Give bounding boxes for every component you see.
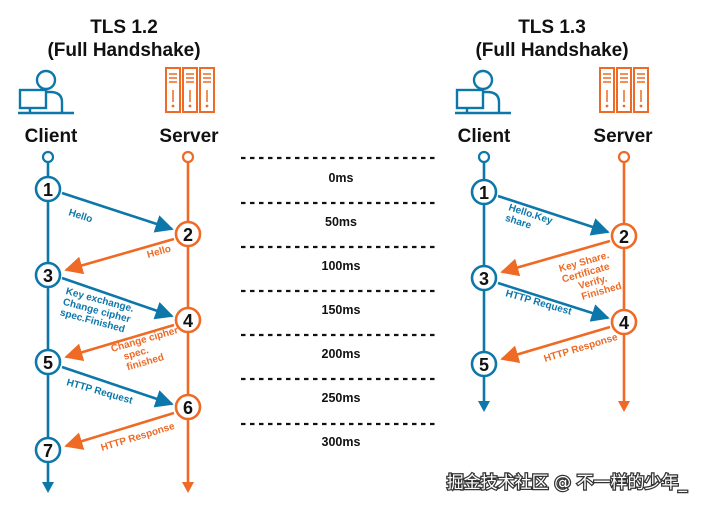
tls12-msg-change-cipher-server <box>64 323 175 362</box>
tls13-client-end-arrow <box>478 401 490 412</box>
tls13-msg-http-request <box>497 281 610 322</box>
tls12-step-2: 2 <box>174 220 202 248</box>
tls12-step-4: 4 <box>174 306 202 334</box>
svg-text:4: 4 <box>619 313 629 333</box>
svg-text:6: 6 <box>183 398 193 418</box>
tls12-step-7: 7 <box>34 436 62 464</box>
tls13-step-1: 1 <box>470 178 498 206</box>
svg-text:3: 3 <box>479 269 489 289</box>
tls13-step-4: 4 <box>610 308 638 336</box>
tls12-msg-hello-client-label: Hello <box>67 207 94 225</box>
tls12-msg-http-request <box>61 365 174 408</box>
timeline-label-300ms: 300ms <box>322 435 361 449</box>
tls13-server-start <box>617 150 631 164</box>
tls13-step-3: 3 <box>470 264 498 292</box>
tls13-title: TLS 1.3 <box>518 17 586 38</box>
tls12-msg-hello-client <box>61 191 174 233</box>
tls12-msg-hello-server <box>64 237 175 275</box>
tls13-msg-key-share-server-label: Key Share. Certificate Verify. Finished <box>558 250 623 303</box>
tls13-step-2: 2 <box>610 222 638 250</box>
tls12-msg-key-exchange-label: Key exchange. Change cipher spec.Finishe… <box>59 286 135 335</box>
tls12-server-start <box>181 150 195 164</box>
tls12-step-5: 5 <box>34 348 62 376</box>
tls12-msg-http-response <box>64 411 175 450</box>
tls12-subtitle: (Full Handshake) <box>47 40 200 61</box>
svg-text:2: 2 <box>183 225 193 245</box>
tls13-msg-hello-keyshare-label: Hello.Key share <box>504 202 555 231</box>
tls13-msg-hello-keyshare <box>497 194 610 236</box>
tls13-client-label: Client <box>458 126 511 147</box>
svg-text:2: 2 <box>619 227 629 247</box>
tls12-server-end-arrow <box>182 482 194 493</box>
tls12-msg-http-response-label: HTTP Response <box>100 421 177 454</box>
person-at-laptop-icon <box>18 69 74 115</box>
timeline-label-200ms: 200ms <box>322 347 361 361</box>
tls13-msg-http-response <box>500 325 611 364</box>
person-at-laptop-icon <box>455 69 511 115</box>
timeline-label-50ms: 50ms <box>325 215 357 229</box>
svg-text:1: 1 <box>479 183 489 203</box>
tls12-section: TLS 1.2 (Full Handshake) Client Server <box>18 17 219 493</box>
timeline-label-150ms: 150ms <box>322 303 361 317</box>
svg-text:4: 4 <box>183 311 193 331</box>
tls12-msg-key-exchange <box>61 276 174 320</box>
server-rack-icon <box>599 67 649 113</box>
svg-text:3: 3 <box>43 266 53 286</box>
tls12-client-end-arrow <box>42 482 54 493</box>
server-rack-icon <box>165 67 215 113</box>
tls12-step-3: 3 <box>34 261 62 289</box>
tls13-subtitle: (Full Handshake) <box>475 40 628 61</box>
svg-text:5: 5 <box>479 355 489 375</box>
tls12-client-start <box>41 150 55 164</box>
tls12-msg-http-request-label: HTTP Request <box>65 377 134 407</box>
timeline-label-100ms: 100ms <box>322 259 361 273</box>
tls12-title: TLS 1.2 <box>90 17 158 38</box>
svg-text:1: 1 <box>43 180 53 200</box>
tls13-server-end-arrow <box>618 401 630 412</box>
tls12-client-label: Client <box>25 126 78 147</box>
tls12-step-1: 1 <box>34 175 62 203</box>
tls13-step-5: 5 <box>470 350 498 378</box>
timeline-label-250ms: 250ms <box>322 391 361 405</box>
svg-text:7: 7 <box>43 441 53 461</box>
tls13-msg-key-share-server <box>500 239 611 277</box>
tls13-section: TLS 1.3 (Full Handshake) Client Server <box>455 17 653 412</box>
tls13-server-label: Server <box>593 126 653 147</box>
timeline <box>241 156 439 426</box>
tls12-step-6: 6 <box>174 393 202 421</box>
svg-text:5: 5 <box>43 353 53 373</box>
watermark: 掘金技术社区 @ 不一样的少年_ <box>447 473 688 493</box>
tls12-server-label: Server <box>159 126 219 147</box>
tls13-client-start <box>477 150 491 164</box>
timeline-label-0ms: 0ms <box>328 171 353 185</box>
